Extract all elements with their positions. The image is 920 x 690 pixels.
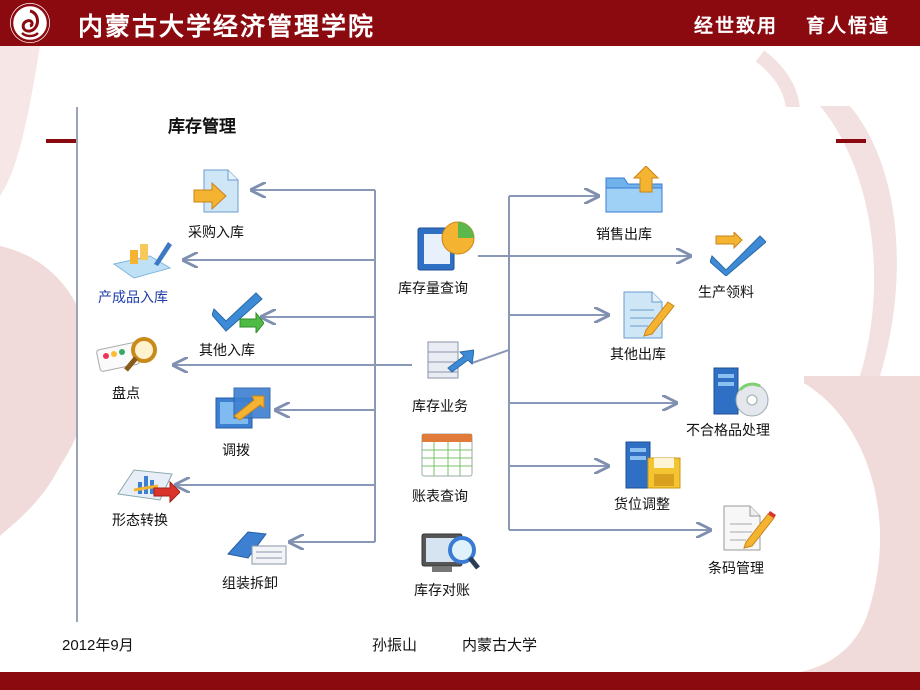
magnifier-icon — [96, 337, 157, 372]
assembly-icon — [227, 531, 287, 565]
label-report-query: 账表查询 — [412, 489, 468, 505]
label-barcode-management: 条码管理 — [708, 561, 764, 577]
document-pencil-icon — [723, 505, 776, 551]
database-icon — [427, 341, 474, 379]
reconcile-icon — [421, 533, 480, 572]
diagram-card-border — [76, 107, 78, 622]
label-stocktake: 盘点 — [112, 386, 140, 402]
chart-arrow-icon — [117, 469, 180, 504]
folder-upload-icon — [605, 166, 663, 213]
university-logo-icon — [10, 3, 50, 43]
transfer-icon — [215, 387, 271, 429]
server-floppy-icon — [625, 441, 681, 489]
label-production-picking: 生产领料 — [698, 285, 754, 301]
label-transfer: 调拨 — [222, 443, 250, 459]
motto-1: 经世致用 — [693, 15, 778, 37]
label-sales-out: 销售出库 — [596, 227, 652, 243]
footer-author: 孙振山 — [372, 637, 418, 654]
label-purchase-in: 采购入库 — [188, 225, 244, 241]
left-accent-dash — [46, 139, 76, 143]
label-reconciliation: 库存对账 — [414, 583, 470, 599]
label-nonconforming: 不合格品处理 — [686, 423, 770, 439]
check-icon — [710, 232, 766, 276]
server-disc-icon — [713, 367, 769, 417]
finished-goods-icon — [112, 242, 172, 279]
document-edit-icon — [623, 291, 675, 339]
school-name: 内蒙古大学经济管理学院 — [78, 12, 376, 41]
spreadsheet-icon — [421, 433, 473, 477]
label-form-conversion: 形态转换 — [112, 513, 168, 529]
footer-bar — [0, 672, 920, 690]
document-arrow-icon — [193, 169, 239, 213]
label-finished-goods-in: 产成品入库 — [98, 290, 168, 306]
label-other-out: 其他出库 — [610, 347, 666, 363]
diagram-title: 库存管理 — [168, 117, 236, 137]
footer-org: 内蒙古大学 — [462, 637, 538, 654]
header-bar: 内蒙古大学经济管理学院 经世致用 育人悟道 — [0, 0, 920, 46]
motto: 经世致用 育人悟道 — [694, 11, 890, 38]
label-assembly: 组装拆卸 — [222, 576, 278, 592]
right-accent-dash — [836, 139, 866, 143]
label-other-in: 其他入库 — [199, 343, 255, 359]
check-arrow-icon — [212, 292, 264, 333]
footer-date: 2012年9月 — [62, 637, 134, 654]
label-location-adjust: 货位调整 — [614, 497, 670, 513]
label-inventory-business: 库存业务 — [412, 399, 468, 415]
background-decoration — [0, 46, 920, 672]
label-inventory-query: 库存量查询 — [398, 281, 468, 297]
motto-2: 育人悟道 — [805, 15, 890, 37]
book-chart-icon — [417, 221, 475, 271]
